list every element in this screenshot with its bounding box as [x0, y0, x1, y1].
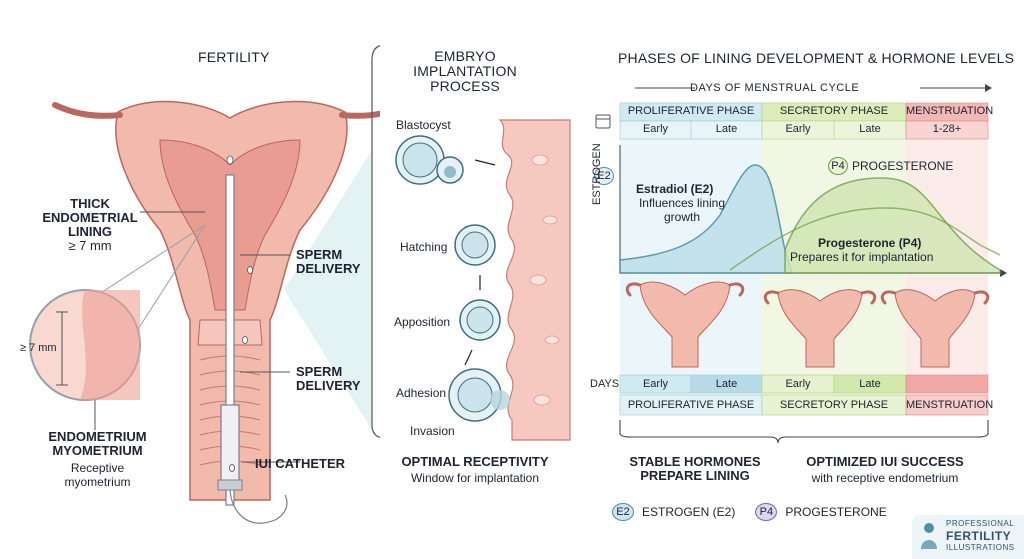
- calendar-icon: [595, 114, 611, 129]
- y-axis-label: ESTROGEN: [591, 143, 603, 205]
- magnifier-measure-label: ≥ 7 mm: [20, 342, 57, 354]
- legend-e2-label: ESTROGEN (E2): [642, 505, 736, 519]
- adhesion: [448, 368, 510, 422]
- estradiol-title: Estradiol (E2): [636, 182, 714, 196]
- bracket-left: [371, 45, 380, 438]
- uterus-illustration: [29, 45, 380, 524]
- blastocyst: [395, 135, 464, 185]
- catheter-line: [229, 489, 288, 524]
- sub-late-1: Late: [715, 123, 738, 135]
- fallopian-tube-right: [339, 110, 380, 119]
- zoom-wedge: [284, 150, 372, 430]
- sub-late-2: Late: [859, 123, 881, 135]
- phases-title: PHASES OF LINING DEVELOPMENT & HORMONE L…: [618, 50, 1015, 66]
- p4-badge-icon: P4: [828, 157, 848, 175]
- legend-p4-label: PROGESTERONE: [785, 505, 887, 519]
- apposition: [459, 299, 501, 341]
- phases-chart: [595, 84, 1007, 444]
- e2-badge-icon: E2: [594, 167, 614, 185]
- bottom-bracket: [619, 420, 989, 444]
- uterus-mini-row: [639, 281, 976, 368]
- window-implantation: Window for implantation: [410, 471, 540, 485]
- sub-early-1: Early: [642, 123, 669, 135]
- arrow-1: [474, 159, 496, 166]
- progesterone-curve: [784, 177, 1001, 274]
- estrogen-curve: [619, 164, 794, 274]
- optimal-receptivity: OPTIMAL RECEPTIVITY: [401, 454, 549, 469]
- optimized-sub: with receptive endometrium: [811, 471, 959, 485]
- stage-adhesion: Adhesion: [396, 386, 447, 400]
- stage-blastocyst: Blastocyst: [396, 118, 451, 132]
- progesterone-curve-secondary: [729, 207, 1001, 271]
- bottom-early-2: Early: [785, 378, 811, 390]
- legend: E2 ESTROGEN (E2) P4 PROGESTERONE: [612, 503, 887, 521]
- phase-proliferative: PROLIFERATIVE PHASE: [627, 105, 755, 117]
- optimized-iui: OPTIMIZED IUI SUCCESS: [806, 454, 964, 469]
- logo-box: PROFESSIONAL FERTILITY ILLUSTRATIONS: [912, 515, 1024, 559]
- legend-e2-icon: E2: [612, 503, 634, 521]
- progesterone-title: Progesterone (P4): [818, 236, 922, 250]
- legend-p4-icon: P4: [755, 503, 778, 521]
- logo-line-2: FERTILITY: [946, 529, 1012, 543]
- sperm-cells: [226, 155, 253, 472]
- axis-arrowhead: [985, 84, 992, 92]
- fallopian-tube-left: [52, 102, 123, 119]
- bottom-early-1: Early: [642, 378, 669, 390]
- phase-menstruation: MENSTRUATION: [906, 105, 994, 117]
- catheter-tube: [225, 174, 235, 506]
- stage-invasion: Invasion: [410, 424, 455, 438]
- implantation-illustration: [395, 119, 571, 441]
- catheter-hub: [217, 479, 243, 491]
- stage-apposition: Apposition: [394, 315, 451, 329]
- catheter-sheath: [220, 404, 240, 486]
- stage-hatching: Hatching: [400, 240, 448, 254]
- progesterone-desc: Prepares it for implantation: [790, 250, 934, 264]
- bottom-late-2: Late: [859, 378, 881, 390]
- bottom-menstruation: MENSTRUATION: [906, 399, 994, 411]
- magnifier-tissue: [80, 290, 140, 400]
- logo-line-3: ILLUSTRATIONS: [946, 543, 1015, 552]
- phase-secretory: SECRETORY PHASE: [779, 105, 889, 117]
- bottom-secretory: SECRETORY PHASE: [779, 399, 889, 411]
- magnifier-line-1: [89, 224, 206, 301]
- fertility-title: FERTILITY: [198, 49, 270, 65]
- sub-early-2: Early: [785, 123, 811, 135]
- logo-line-1: PROFESSIONAL: [946, 519, 1015, 528]
- progesterone-top-label: PROGESTERONE: [852, 159, 954, 173]
- bottom-late-1: Late: [715, 378, 738, 390]
- wall-glands: [529, 154, 560, 406]
- axis-label: DAYS OF MENSTRUAL CYCLE: [690, 82, 860, 94]
- hatching: [454, 224, 496, 266]
- bottom-proliferative: PROLIFERATIVE PHASE: [627, 399, 755, 411]
- days-label: DAYS: [590, 378, 620, 390]
- iui-catheter-label: IUI CATHETER: [255, 456, 346, 471]
- arrow-3: [464, 349, 473, 366]
- sub-menstruation: 1-28+: [932, 123, 962, 135]
- logo-icon: [921, 523, 937, 549]
